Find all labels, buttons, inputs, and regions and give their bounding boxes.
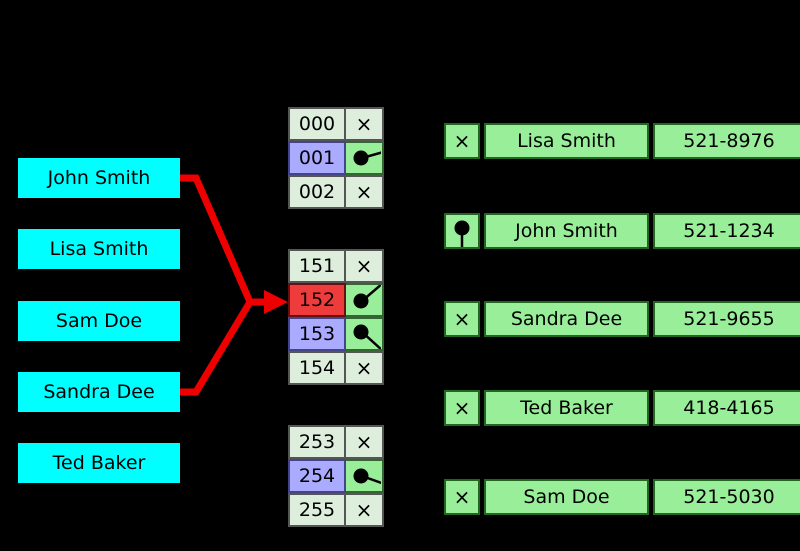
record-row[interactable]: × Sandra Dee 521-9655 <box>444 301 800 337</box>
record-phone: 521-5030 <box>653 479 800 515</box>
key-box[interactable]: Lisa Smith <box>18 229 180 269</box>
null-pointer-icon: × <box>355 254 373 278</box>
record-next-pointer[interactable]: × <box>444 390 480 426</box>
slot-pointer-cell[interactable]: × <box>346 425 384 459</box>
hash-slot-row[interactable]: 255 × <box>288 493 384 527</box>
record-next-pointer[interactable]: × <box>444 301 480 337</box>
key-box[interactable]: Ted Baker <box>18 443 180 483</box>
null-pointer-icon: × <box>453 396 471 420</box>
slot-index-cell: 253 <box>288 425 346 459</box>
slot-pointer-cell[interactable] <box>346 317 384 351</box>
slot-index-cell: 152 <box>288 283 346 317</box>
slot-index-cell: 001 <box>288 141 346 175</box>
null-pointer-icon: × <box>355 356 373 380</box>
record-phone: 521-9655 <box>653 301 800 337</box>
slot-pointer-cell[interactable]: × <box>346 249 384 283</box>
key-label: Sam Doe <box>55 310 143 332</box>
slot-index-cell: 000 <box>288 107 346 141</box>
slot-pointer-cell[interactable] <box>346 283 384 317</box>
record-row[interactable]: × Ted Baker 418-4165 <box>444 390 800 426</box>
hash-slot-row[interactable]: 002 × <box>288 175 384 209</box>
pointer-dot-icon <box>454 220 470 247</box>
record-phone: 521-8976 <box>653 123 800 159</box>
hash-slot-row[interactable]: 153 <box>288 317 384 351</box>
record-name: Ted Baker <box>484 390 649 426</box>
pointer-dot-icon <box>353 285 381 309</box>
key-label: Lisa Smith <box>49 238 149 260</box>
record-phone: 418-4165 <box>653 390 800 426</box>
record-next-pointer[interactable]: × <box>444 479 480 515</box>
key-box[interactable]: John Smith <box>18 158 180 198</box>
arrowhead-to-slot-152 <box>264 290 288 314</box>
slot-index-cell: 154 <box>288 351 346 385</box>
record-row[interactable]: × Lisa Smith 521-8976 <box>444 123 800 159</box>
null-pointer-icon: × <box>355 498 373 522</box>
record-row[interactable]: John Smith 521-1234 <box>444 213 800 249</box>
arrow-path-john-smith <box>180 174 254 304</box>
hash-slot-row[interactable]: 152 <box>288 283 384 317</box>
slot-index-cell: 255 <box>288 493 346 527</box>
record-name: John Smith <box>484 213 649 249</box>
slot-pointer-cell[interactable]: × <box>346 107 384 141</box>
hash-slot-row[interactable]: 154 × <box>288 351 384 385</box>
key-label: Ted Baker <box>52 452 146 474</box>
null-pointer-icon: × <box>453 129 471 153</box>
record-phone: 521-1234 <box>653 213 800 249</box>
hash-slot-row[interactable]: 151 × <box>288 249 384 283</box>
pointer-dot-icon <box>353 150 381 166</box>
slot-pointer-cell[interactable]: × <box>346 351 384 385</box>
record-next-pointer[interactable]: × <box>444 123 480 159</box>
record-name: Sandra Dee <box>484 301 649 337</box>
record-row[interactable]: × Sam Doe 521-5030 <box>444 479 800 515</box>
key-label: John Smith <box>47 167 151 189</box>
key-box[interactable]: Sam Doe <box>18 301 180 341</box>
slot-pointer-cell[interactable] <box>346 141 384 175</box>
slot-index-cell: 151 <box>288 249 346 283</box>
hash-slot-row[interactable]: 001 <box>288 141 384 175</box>
slot-pointer-cell[interactable] <box>346 459 384 493</box>
null-pointer-icon: × <box>355 112 373 136</box>
record-next-pointer[interactable] <box>444 213 480 249</box>
arrow-path-sandra-dee <box>180 300 254 396</box>
pointer-dot-icon <box>353 324 381 349</box>
null-pointer-icon: × <box>453 485 471 509</box>
record-name: Lisa Smith <box>484 123 649 159</box>
key-label: Sandra Dee <box>43 381 155 403</box>
hash-slot-row[interactable]: 253 × <box>288 425 384 459</box>
slot-index-cell: 254 <box>288 459 346 493</box>
slot-index-cell: 002 <box>288 175 346 209</box>
slot-pointer-cell[interactable]: × <box>346 493 384 527</box>
record-name: Sam Doe <box>484 479 649 515</box>
null-pointer-icon: × <box>355 430 373 454</box>
null-pointer-icon: × <box>355 180 373 204</box>
hash-slot-row[interactable]: 000 × <box>288 107 384 141</box>
null-pointer-icon: × <box>453 307 471 331</box>
slot-pointer-cell[interactable]: × <box>346 175 384 209</box>
hash-slot-row[interactable]: 254 <box>288 459 384 493</box>
slot-index-cell: 153 <box>288 317 346 351</box>
pointer-dot-icon <box>353 468 381 485</box>
key-box[interactable]: Sandra Dee <box>18 372 180 412</box>
